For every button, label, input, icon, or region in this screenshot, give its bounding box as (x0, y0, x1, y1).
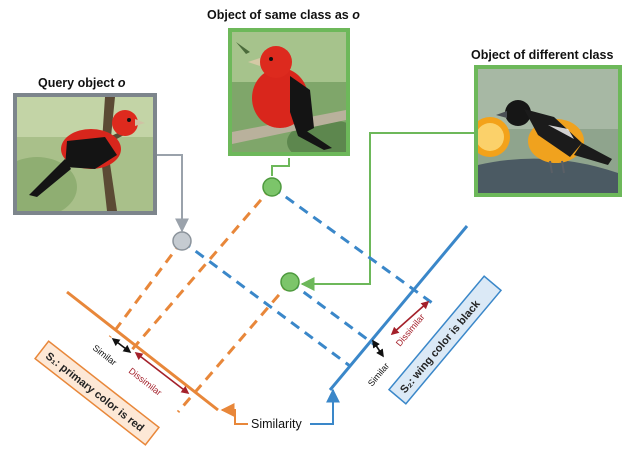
query-symbol: o (117, 76, 126, 90)
query-projection-s1 (108, 240, 184, 338)
s1-subspace-axis (66, 290, 219, 412)
similarity-label: Similarity (251, 417, 302, 431)
different-class-connector-arrow (300, 132, 474, 291)
query-projection-s2 (181, 239, 351, 368)
scarlet-tanager-illustration (17, 97, 153, 211)
different-class-projection-s1 (176, 281, 292, 413)
dissimilar-arrow-s2 (390, 300, 430, 336)
same-class-projection-s1 (128, 186, 274, 353)
query-embedding-point (172, 231, 192, 251)
different-class-embedding-point (280, 272, 300, 292)
same-class-symbol: o (352, 8, 360, 22)
same-class-bird-image (228, 28, 350, 156)
similar-label-s1: Similar (91, 343, 119, 368)
query-connector-arrow (157, 154, 189, 233)
query-bird-image (13, 93, 157, 215)
different-class-bird-image (474, 65, 622, 197)
dissimilar-arrow-s1 (134, 352, 190, 394)
same-class-embedding-point (262, 177, 282, 197)
similarity-connector-s2-arrow (310, 388, 340, 425)
different-class-projection-s2 (289, 280, 376, 347)
s2-label-text: S₂: wing color is black (398, 298, 483, 396)
baltimore-oriole-illustration (478, 69, 618, 193)
s1-label-text: S₁: primary color is red (43, 350, 146, 434)
same-class-title: Object of same class as o (207, 8, 360, 22)
similar-label-s2: Similar (366, 361, 391, 389)
similarity-connector-s1-arrow (220, 403, 248, 425)
query-object-title: Query object o (38, 76, 126, 90)
different-class-title: Object of different class (471, 48, 614, 62)
same-class-connector-arrow (271, 158, 290, 176)
s2-subspace-axis (328, 225, 469, 391)
similar-arrow-s2 (372, 339, 384, 358)
scarlet-tanager-illustration (232, 32, 346, 152)
similar-arrow-s1 (111, 338, 132, 353)
